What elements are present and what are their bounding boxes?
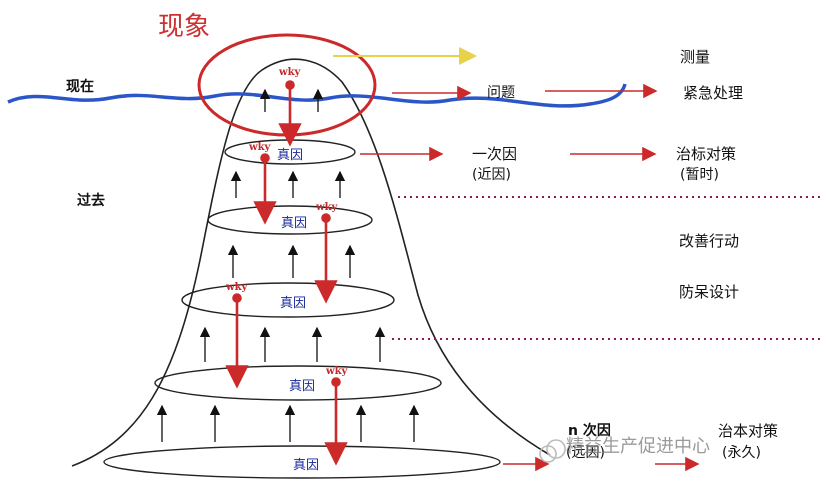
root-fix-label: 治本对策 [718,422,779,440]
why-label-2: wky [316,202,338,213]
watermark-text: 精益生产促进中心 [566,436,710,457]
cause-ellipse-3 [181,282,395,318]
cause-label-4: 真因 [289,379,316,394]
phenomenon-title: 现象 [158,12,211,42]
emergency-label: 紧急处理 [683,84,744,102]
upward-arrows [156,88,420,442]
cause-label-2: 真因 [281,216,308,231]
cause-label-3: 真因 [280,296,307,311]
mistake-proofing-label: 防呆设计 [679,283,740,301]
permanent-label: (永久) [722,445,761,461]
nth-cause-label: n 次因 [568,423,611,439]
mountain-outline [71,58,551,467]
why-label-4: wky [326,366,348,377]
temporary-label: (暂时) [680,167,719,183]
why-label-3: wky [226,282,248,293]
past-label: 过去 [77,193,105,209]
temporary-fix-label: 治标对策 [676,145,737,163]
far-cause-label: (远因) [566,445,605,461]
primary-cause-label: 一次因 [472,145,518,163]
why-label-0: wky [279,67,301,78]
measure-label: 测量 [680,48,711,66]
cause-label-1: 真因 [277,148,304,163]
cause-ellipse-2 [207,205,373,235]
cause-ellipse-4 [154,365,442,401]
near-cause-label: (近因) [472,167,511,183]
water-line [7,83,627,108]
present-label: 现在 [66,79,94,95]
cause-label-5: 真因 [293,458,320,473]
watermark-logo-icon [539,439,566,463]
cause-ellipse-5 [103,445,501,479]
why-chain [225,80,348,466]
improvement-label: 改善行动 [679,232,740,250]
why-label-1: wky [249,142,271,153]
problem-label: 问题 [487,85,515,101]
